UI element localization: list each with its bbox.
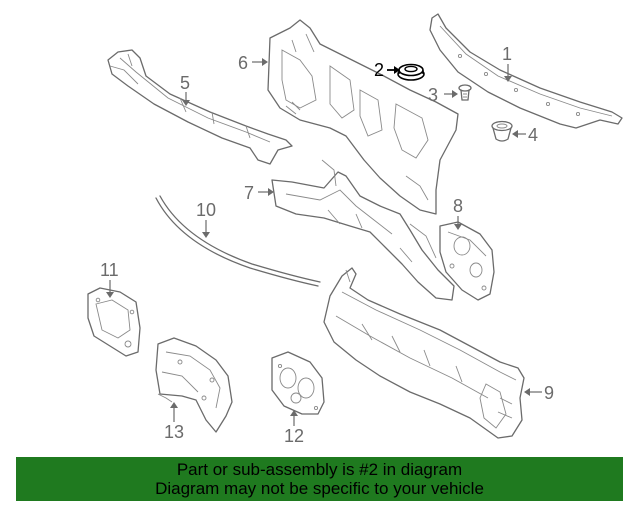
part-13-bracket-assembly (155, 337, 233, 433)
leaders (106, 58, 542, 426)
callout-5: 5 (180, 73, 190, 93)
callout-labels: 1 2 3 4 5 6 7 8 9 10 11 12 13 (100, 44, 554, 446)
part-5-cowl-brace (107, 49, 293, 165)
banner-line-part: Part or sub-assembly is #2 in diagram (176, 460, 463, 479)
part-8-bracket (439, 221, 495, 301)
callout-8: 8 (453, 196, 463, 216)
part-10-weatherstrip (155, 195, 321, 287)
part-1-cowl-panel (429, 13, 623, 129)
callout-9: 9 (544, 383, 554, 403)
part-6-dash-panel (267, 19, 459, 215)
part-11-insulator (87, 287, 141, 357)
part-2-grommet (397, 63, 425, 81)
parts-diagram: 1 2 3 4 5 6 7 8 9 10 11 12 13 (87, 13, 623, 446)
callout-4: 4 (528, 125, 538, 145)
part-3-clip (458, 84, 472, 101)
callout-3: 3 (428, 85, 438, 105)
banner-line-disclaimer: Diagram may not be specific to your vehi… (155, 479, 484, 498)
callout-2: 2 (374, 60, 384, 80)
callout-10: 10 (196, 200, 216, 220)
callout-1: 1 (502, 44, 512, 64)
callout-13: 13 (164, 422, 184, 442)
callout-6: 6 (238, 53, 248, 73)
part-4-bushing (491, 120, 513, 142)
part-9-crossmember (323, 267, 525, 439)
part-12-plate (271, 351, 325, 415)
part-7-reinforcement (271, 159, 455, 301)
callout-11: 11 (100, 260, 119, 280)
callout-7: 7 (244, 183, 254, 203)
callout-12: 12 (284, 426, 304, 446)
info-banner: Part or sub-assembly is #2 in diagram Di… (16, 457, 623, 501)
